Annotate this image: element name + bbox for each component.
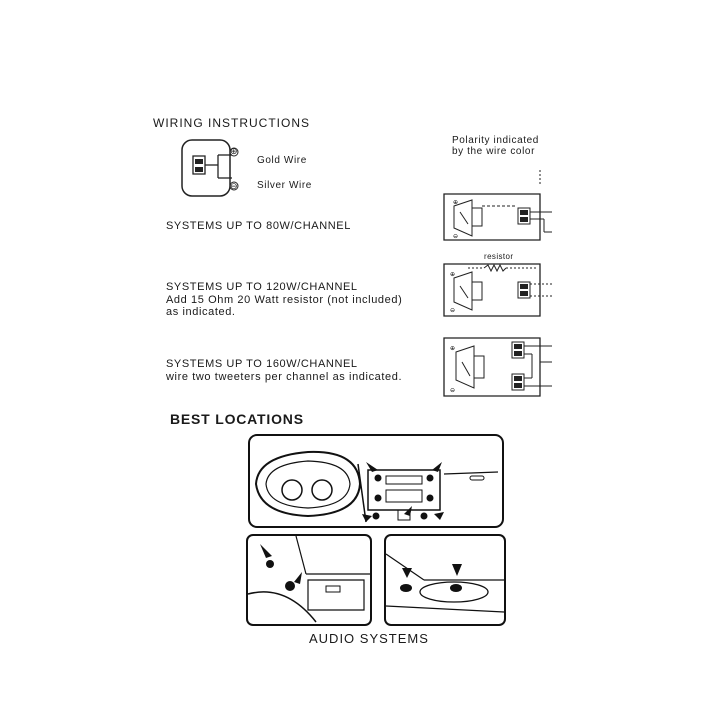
svg-text:⊖: ⊖ [450, 387, 455, 394]
svg-text:⊕: ⊕ [450, 271, 455, 278]
system-120w-title: SYSTEMS UP TO 120W/CHANNEL [166, 281, 358, 293]
audio-systems-caption: AUDIO SYSTEMS [309, 631, 429, 646]
resistor-label: resistor [484, 252, 514, 261]
svg-text:⊖: ⊖ [450, 307, 455, 314]
system-160w-title: SYSTEMS UP TO 160W/CHANNEL [166, 358, 358, 370]
plus-sign: ⊕ [230, 146, 238, 156]
polarity-line-2: by the wire color [452, 146, 536, 157]
system-120w-line2: as indicated. [166, 306, 236, 318]
wiring-diagram-80w: ⊕ ⊖ [440, 166, 560, 246]
tweeter-terminal-diagram [180, 138, 260, 198]
wiring-diagram-120w: ⊕ ⊖ [440, 260, 560, 320]
silver-wire-label: Silver Wire [257, 180, 312, 191]
system-120w-line1: Add 15 Ohm 20 Watt resistor (not include… [166, 294, 403, 306]
rear-deck-illustration [384, 534, 506, 626]
door-illustration [246, 534, 372, 626]
wiring-diagram-160w: ⊕ ⊖ [440, 336, 560, 400]
svg-text:⊖: ⊖ [453, 233, 458, 240]
svg-text:⊕: ⊕ [450, 345, 455, 352]
svg-text:⊕: ⊕ [453, 199, 458, 206]
system-160w-line1: wire two tweeters per channel as indicat… [166, 371, 403, 383]
minus-sign: ⊖ [230, 181, 238, 191]
wiring-title: WIRING INSTRUCTIONS [153, 116, 310, 130]
dashboard-illustration [248, 434, 504, 528]
best-locations-title: BEST LOCATIONS [170, 411, 304, 427]
system-80w-title: SYSTEMS UP TO 80W/CHANNEL [166, 220, 351, 232]
gold-wire-label: Gold Wire [257, 155, 307, 166]
polarity-line-1: Polarity indicated [452, 135, 539, 146]
